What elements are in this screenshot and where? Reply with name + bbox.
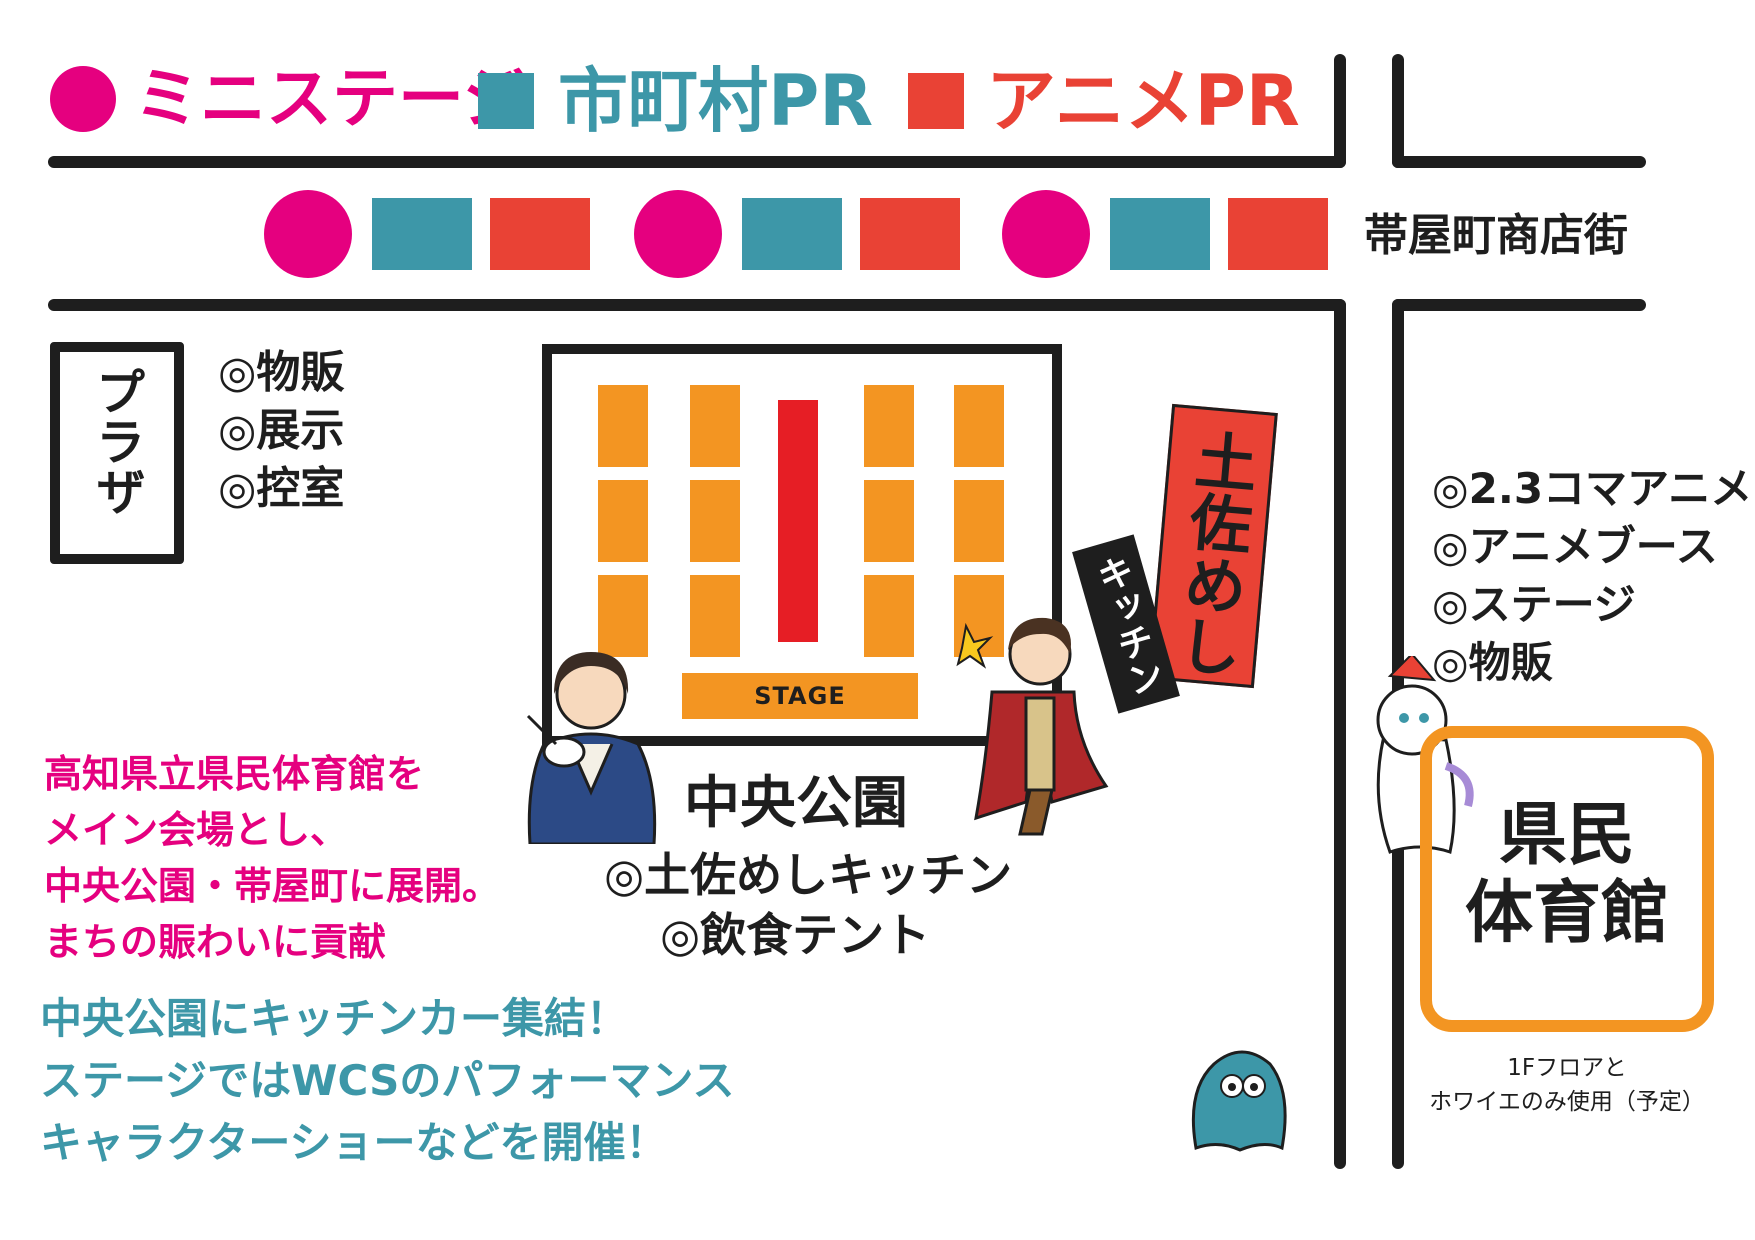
description-line: 中央公園・帯屋町に展開。 [44,864,501,908]
plaza-name: プラザ [88,366,146,516]
road-vertical-right-upper [1392,54,1404,168]
description-line: 中央公園にキッチンカー集結！ [40,994,629,1043]
booth-mini-stage [634,190,722,278]
gym-name-line1: 県民 [1498,796,1635,875]
gym-name-line2: 体育館 [1464,874,1669,953]
description-line: ステージではWCSのパフォーマンス [40,1056,735,1105]
legend-municipal-pr-marker [478,73,534,129]
legend-anime-pr-label: アニメPR [986,60,1300,142]
seating-block [954,385,1004,467]
central-park-area [542,344,1062,746]
seating-block [598,575,648,657]
booth-municipal-pr [742,198,842,270]
seating-block [864,480,914,562]
tosa-meshi-banner-text: 土佐めし [1165,426,1261,680]
booth-mini-stage [1002,190,1090,278]
booth-municipal-pr [372,198,472,270]
gym-facility: ◎ステージ [1432,580,1636,629]
road-vertical-left-lower [1334,299,1346,1169]
booth-municipal-pr [1110,198,1210,270]
gym-facility: ◎アニメブース [1432,522,1718,571]
seating-block [598,385,648,467]
shopping-street-name: 帯屋町商店街 [1364,210,1628,261]
road-top-left [48,156,1346,168]
park-facility: ◎土佐めしキッチン [604,848,1013,902]
gym-note-line2: ホワイエのみ使用（予定） [1429,1089,1705,1115]
legend-municipal-pr-label: 市町村PR [558,60,874,142]
park-facility: ◎飲食テント [660,908,931,962]
road-mid-right [1392,299,1646,311]
plaza-building: プラザ [50,342,184,564]
tosa-meshi-banner: 土佐めし [1148,403,1278,689]
gym-facility: ◎物販 [1432,638,1553,687]
description-line: キャラクターショーなどを開催！ [40,1118,668,1167]
road-mid-left [48,299,1346,311]
gym-building: 県民 体育館 [1420,726,1714,1032]
road-vertical-left-upper [1334,54,1346,168]
seating-block [598,480,648,562]
stage-label: STAGE [754,682,846,710]
plaza-facility: ◎控室 [218,463,345,514]
stage-block: STAGE [682,673,918,719]
seating-block [864,575,914,657]
description-line: 高知県立県民体育館を [44,752,425,796]
booth-anime-pr [1228,198,1328,270]
runway [778,400,818,642]
seating-block [690,385,740,467]
plaza-facility: ◎物販 [218,347,345,398]
seating-block [864,385,914,467]
booth-anime-pr [860,198,960,270]
samurai-character-illustration [526,652,657,844]
booth-anime-pr [490,198,590,270]
plaza-facility: ◎展示 [218,405,345,456]
description-line: まちの賑わいに貢献 [44,920,387,964]
booth-mini-stage [264,190,352,278]
legend-mini-stage-label: ミニステージ [134,60,529,137]
seating-block [954,480,1004,562]
central-park-name: 中央公園 [684,771,908,836]
legend-anime-pr-marker [908,73,964,129]
seating-block [690,575,740,657]
road-top-right [1392,156,1646,168]
blue-mascot-illustration [1191,1050,1287,1152]
gym-facility: ◎2.3コマアニメ [1432,464,1753,513]
seating-block [690,480,740,562]
gym-note-line1: 1Fフロアと [1507,1055,1627,1081]
detective-character-illustration [956,617,1109,836]
description-line: メイン会場とし、 [44,808,349,852]
legend-mini-stage-marker [50,66,116,132]
